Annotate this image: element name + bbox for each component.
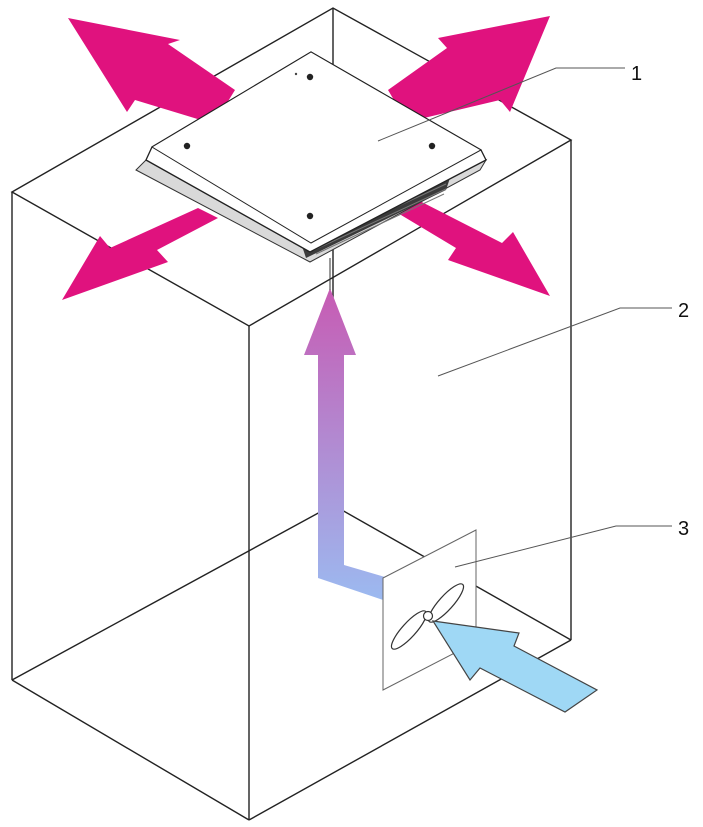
screw-icon bbox=[183, 73, 436, 220]
intake-arrow-icon bbox=[431, 620, 599, 713]
callout-2: 2 bbox=[678, 300, 689, 322]
arrow-icon bbox=[388, 16, 550, 122]
cooling-unit bbox=[135, 51, 488, 263]
callout-leaders bbox=[377, 67, 672, 568]
airflow-duct bbox=[304, 288, 395, 604]
fan-icon bbox=[390, 583, 465, 650]
callout-3: 3 bbox=[678, 518, 689, 540]
callout-1: 1 bbox=[631, 63, 642, 85]
exhaust-arrows bbox=[62, 16, 550, 300]
arrow-icon bbox=[62, 208, 218, 300]
arrow-icon bbox=[396, 196, 550, 296]
arrow-icon bbox=[68, 18, 235, 124]
